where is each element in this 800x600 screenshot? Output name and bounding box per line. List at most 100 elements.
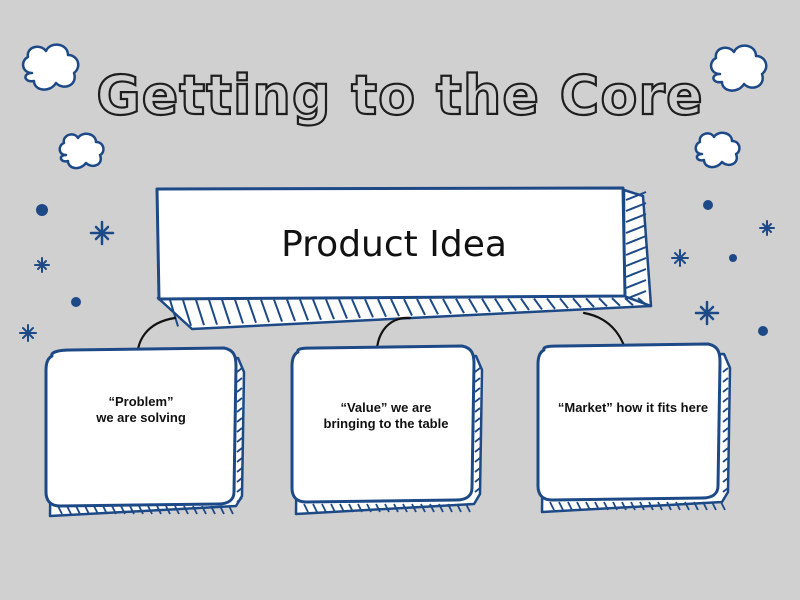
- sparkle-icon: [89, 220, 115, 246]
- hatch-line: [195, 299, 205, 326]
- hatch-line: [393, 503, 399, 513]
- hatch-line: [722, 367, 729, 373]
- hatch-line: [625, 257, 647, 267]
- cloud-icon: [21, 43, 80, 91]
- hatch-line: [474, 417, 481, 423]
- hatch-line: [236, 387, 243, 393]
- hatch-line: [236, 407, 243, 413]
- sparkle-icon: [694, 300, 720, 326]
- hatch-line: [357, 503, 363, 513]
- svg-text:Getting to the Core: Getting to the Core: [96, 64, 703, 127]
- hatch-line: [338, 298, 348, 319]
- hatch-line: [201, 505, 207, 515]
- hatch-line: [303, 503, 309, 513]
- dot-icon: [36, 204, 48, 216]
- hatch-line: [507, 298, 517, 312]
- hatch-line: [474, 467, 481, 473]
- hatch-line: [722, 417, 729, 423]
- hatch-line: [474, 407, 481, 413]
- main-box-label: Product Idea: [281, 224, 507, 265]
- hatch-line: [474, 477, 481, 483]
- hatch-line: [474, 457, 481, 463]
- page-title: Getting to the Core Getting to the Core: [95, 63, 704, 128]
- main-box-face: [155, 186, 627, 301]
- main-box-hatching: [169, 297, 647, 327]
- hatch-line: [625, 290, 647, 300]
- hatch-line: [722, 387, 729, 393]
- hatch-line: [299, 299, 309, 321]
- hatch-line: [182, 299, 192, 327]
- hatch-line: [375, 503, 381, 513]
- hatch-line: [474, 367, 481, 373]
- hatch-line: [416, 298, 426, 316]
- card-face: [44, 346, 238, 508]
- hatch-line: [429, 503, 435, 513]
- hatch-line: [351, 298, 361, 319]
- hatch-line: [84, 505, 90, 515]
- sparkle-icon: [671, 249, 689, 267]
- hatch-line: [377, 298, 387, 318]
- hatch-line: [411, 503, 417, 513]
- hatch-line: [546, 297, 556, 310]
- hatch-line: [165, 505, 171, 515]
- hatch-line: [722, 437, 729, 443]
- hatch-line: [465, 503, 471, 513]
- hatch-line: [684, 501, 690, 511]
- card-face: [536, 342, 722, 502]
- hatch-line: [468, 298, 478, 313]
- hatch-line: [639, 501, 645, 511]
- hatch-line: [702, 501, 708, 511]
- hatch-line: [273, 299, 283, 322]
- hatch-line: [474, 377, 481, 383]
- hatch-line: [420, 503, 426, 513]
- hatch-line: [720, 501, 726, 511]
- card-market: “Market” how it fits here: [536, 342, 732, 514]
- hatch-line: [93, 505, 99, 515]
- hatch-line: [312, 503, 318, 513]
- hatch-line: [183, 505, 189, 515]
- hatch-line: [138, 505, 144, 515]
- hatch-line: [192, 505, 198, 515]
- hatch-line: [174, 505, 180, 515]
- hatch-line: [693, 501, 699, 511]
- card-label-line2: we are solving: [95, 410, 186, 425]
- hatch-line: [236, 397, 243, 403]
- hatch-line: [219, 505, 225, 515]
- hatch-line: [474, 397, 481, 403]
- main-idea-box: Product Idea: [155, 186, 653, 331]
- hatch-line: [648, 501, 654, 511]
- hatch-line: [236, 487, 243, 493]
- hatch-line: [625, 213, 647, 223]
- hatch-line: [630, 501, 636, 511]
- hatch-line: [390, 298, 400, 317]
- hatch-line: [236, 427, 243, 433]
- hatch-line: [533, 297, 543, 311]
- hatch-line: [364, 298, 374, 318]
- hatch-line: [236, 497, 243, 503]
- hatch-line: [75, 505, 81, 515]
- dot-icon: [703, 200, 713, 210]
- hatch-line: [576, 501, 582, 511]
- hatch-line: [594, 501, 600, 511]
- hatch-line: [722, 457, 729, 463]
- hatch-line: [234, 299, 244, 324]
- hatch-line: [474, 487, 481, 493]
- hatch-line: [625, 224, 647, 234]
- svg-text:Getting to the Core: Getting to the Core: [96, 64, 703, 127]
- hatch-line: [236, 457, 243, 463]
- hatch-line: [625, 268, 647, 278]
- hatch-line: [456, 503, 462, 513]
- hatch-line: [442, 298, 452, 315]
- hatch-line: [438, 503, 444, 513]
- hatch-line: [722, 377, 729, 383]
- sparkle-icon: [19, 324, 37, 342]
- hatch-line: [169, 299, 179, 327]
- card-hatching: [57, 367, 243, 515]
- hatch-line: [598, 297, 608, 308]
- hatch-line: [474, 387, 481, 393]
- hatch-line: [675, 501, 681, 511]
- hatch-line: [722, 407, 729, 413]
- hatch-line: [625, 246, 647, 256]
- hatch-line: [325, 298, 335, 320]
